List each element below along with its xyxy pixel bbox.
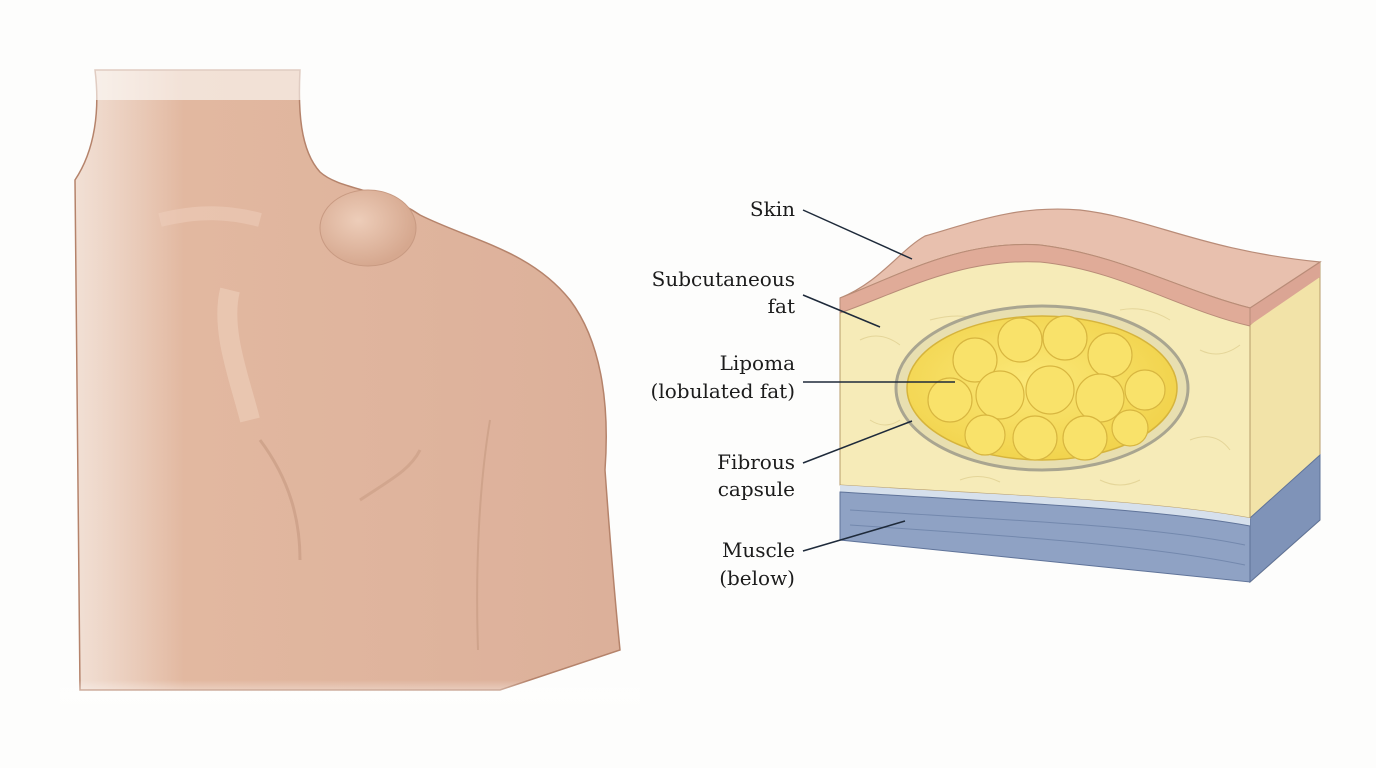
label-skin: Skin xyxy=(750,197,795,221)
label-subcutaneous-line1: Subcutaneous xyxy=(652,267,795,291)
leader-line-muscle xyxy=(802,520,906,552)
label-muscle-line1: Muscle xyxy=(722,538,795,562)
label-fibrous-line1: Fibrous xyxy=(717,450,795,474)
shoulder-illustration xyxy=(60,60,640,710)
leader-lines xyxy=(802,209,955,552)
skin-layer xyxy=(839,244,1251,327)
label-fibrous-line2: capsule xyxy=(718,477,795,501)
muscle-layer xyxy=(839,491,1251,583)
label-subcutaneous-line2: fat xyxy=(768,294,795,318)
label-lipoma-line2: (lobulated fat) xyxy=(651,379,795,403)
leader-line-subcutaneous xyxy=(802,294,881,328)
lipoma-bump xyxy=(319,189,417,267)
leader-line-skin xyxy=(802,209,913,260)
label-muscle-line2: (below) xyxy=(719,566,795,590)
leader-line-fibrous xyxy=(802,420,913,464)
cross-section-block xyxy=(839,208,1322,584)
label-lipoma-line1: Lipoma xyxy=(720,351,795,375)
